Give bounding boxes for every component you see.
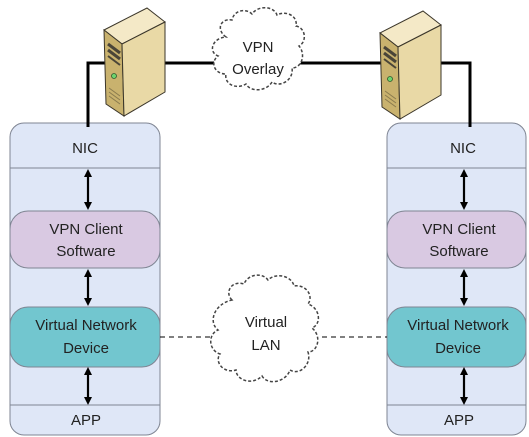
virtual-lan-line1: Virtual	[245, 314, 287, 331]
left-virtual-device-line2: Device	[63, 340, 109, 357]
right-vpn-client-line1: VPN Client	[422, 221, 496, 238]
left-nic-label: NIC	[72, 140, 98, 157]
left-server-icon	[103, 7, 166, 117]
left-stack: NIC VPN Client Software Virtual Network …	[9, 122, 161, 436]
left-vpn-client-line1: VPN Client	[49, 221, 123, 238]
left-virtual-device-box	[9, 306, 161, 368]
right-vpn-client-box	[386, 210, 527, 269]
right-virtual-device-line1: Virtual Network	[407, 317, 509, 334]
right-stack: NIC VPN Client Software Virtual Network …	[386, 122, 527, 436]
left-vpn-client-box	[9, 210, 161, 269]
right-vpn-client-line2: Software	[429, 243, 488, 260]
vpn-overlay-line2: Overlay	[232, 61, 284, 78]
virtual-lan-cloud: Virtual LAN	[210, 274, 320, 383]
right-stack-outline	[386, 122, 527, 436]
vpn-overlay-line1: VPN	[243, 39, 274, 56]
right-nic-label: NIC	[450, 140, 476, 157]
right-virtual-device-line2: Device	[435, 340, 481, 357]
left-vpn-client-line2: Software	[56, 243, 115, 260]
left-app-label: APP	[71, 412, 101, 429]
left-stack-outline	[9, 122, 161, 436]
virtual-lan-line2: LAN	[251, 337, 280, 354]
right-app-label: APP	[444, 412, 474, 429]
right-virtual-device-box	[386, 306, 527, 368]
left-virtual-device-line1: Virtual Network	[35, 317, 137, 334]
vpn-overlay-cloud: VPN Overlay	[211, 7, 305, 91]
right-server-icon	[379, 10, 442, 120]
